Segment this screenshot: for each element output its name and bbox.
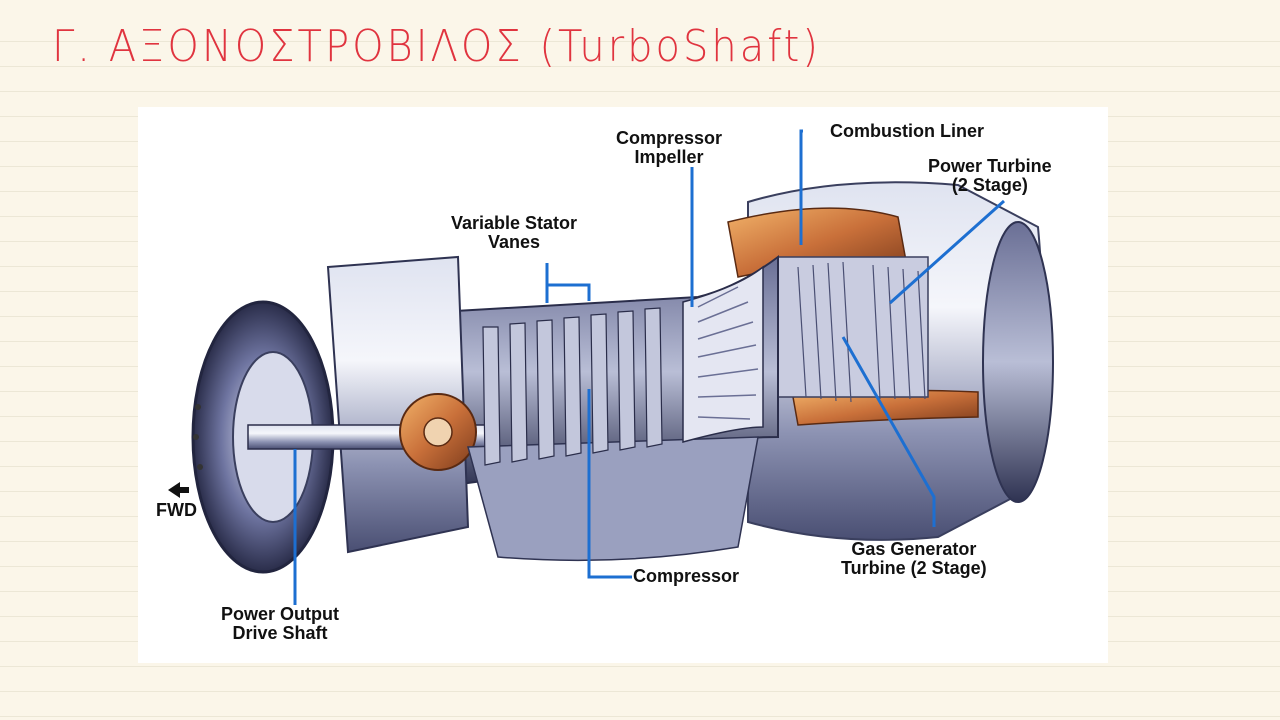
turbine-blades	[797, 261, 926, 403]
label-variable-stator-vanes: Variable Stator Vanes	[451, 213, 578, 252]
page-title: Γ. ΑΞΟΝΟΣΤΡΟΒΙΛΟΣ (TurboShaft)	[52, 22, 821, 72]
compressor-impeller	[682, 265, 764, 443]
label-compressor: Compressor	[633, 566, 740, 586]
label-combustion-liner: Combustion Liner	[830, 121, 984, 141]
turboshaft-diagram: Compressor Impeller Combustion Liner Pow…	[138, 107, 1108, 663]
leader-lines	[293, 129, 1006, 605]
label-fwd: FWD	[156, 500, 197, 520]
label-gas-generator-turbine: Gas Generator Turbine (2 Stage)	[841, 539, 987, 578]
label-compressor-impeller: Compressor Impeller	[616, 128, 723, 167]
engine-body	[191, 181, 1054, 574]
engine-cutaway-illustration	[168, 129, 1054, 605]
label-power-output-drive-shaft: Power Output Drive Shaft	[221, 604, 339, 643]
label-power-turbine: Power Turbine (2 Stage)	[928, 156, 1052, 195]
forward-arrow-icon	[168, 482, 189, 498]
compressor-stages	[482, 307, 663, 466]
